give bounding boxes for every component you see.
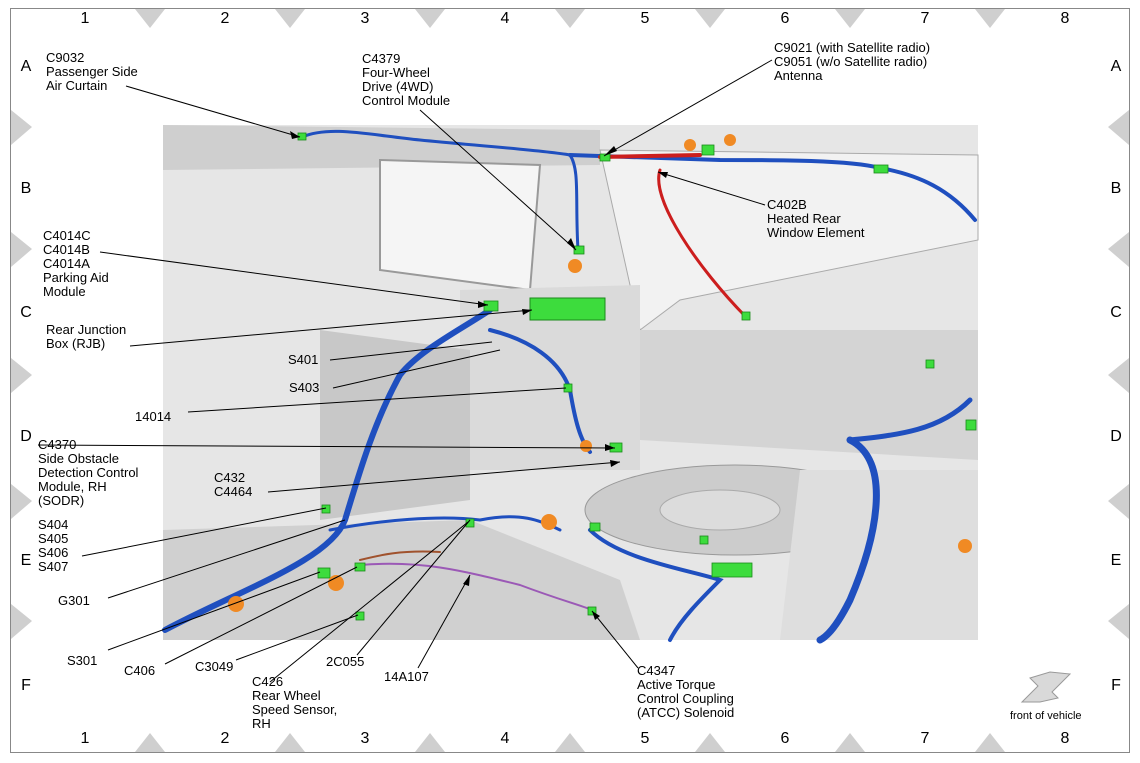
front-of-vehicle-arrow-icon (1020, 671, 1072, 703)
callout-c4347: C4347 Active Torque Control Coupling (AT… (637, 663, 735, 720)
zone-markers (11, 9, 1129, 752)
callout-c9021: C9021 (with Satellite radio) C9051 (w/o … (774, 40, 931, 83)
grid-col-2-bottom: 2 (220, 730, 230, 747)
leader-lines (37, 59, 773, 683)
grid-col-1-top: 1 (80, 10, 90, 27)
grid-col-6-bottom: 6 (780, 730, 790, 747)
callout-2c055: 2C055 (326, 654, 365, 669)
callout-rjb: Rear Junction Box (RJB) (46, 322, 127, 351)
callout-s401: S401 (288, 352, 319, 367)
grid-col-7-top: 7 (920, 10, 930, 27)
callout-c432: C432 C4464 (214, 470, 253, 499)
grid-col-4-bottom: 4 (500, 730, 510, 747)
grid-col-2-top: 2 (220, 10, 230, 27)
components (228, 132, 977, 621)
grid-col-4-top: 4 (500, 10, 510, 27)
grid-col-6-top: 6 (780, 10, 790, 27)
callout-14a107: 14A107 (384, 669, 429, 684)
callout-c402b: C402B Heated Rear Window Element (767, 197, 865, 240)
grid-row-e-left: E (20, 552, 32, 569)
grid-col-3-bottom: 3 (360, 730, 370, 747)
grid-col-7-bottom: 7 (920, 730, 930, 747)
callout-g301: G301 (58, 593, 90, 608)
grid-row-a-right: A (1110, 58, 1122, 75)
callout-c406: C406 (124, 663, 156, 678)
grid-col-5-bottom: 5 (640, 730, 650, 747)
grid-row-d-left: D (20, 428, 32, 445)
callout-c9032: C9032 Passenger Side Air Curtain (46, 50, 138, 93)
callout-s404: S404 S405 S406 S407 (38, 517, 69, 574)
callout-c426: C426 Rear Wheel Speed Sensor, RH (252, 674, 338, 731)
callout-14014: 14014 (135, 409, 172, 424)
callout-s301: S301 (67, 653, 98, 668)
callout-s403: S403 (289, 380, 320, 395)
grid-row-b-left: B (20, 180, 32, 197)
grid-col-1-bottom: 1 (80, 730, 90, 747)
grid-row-f-left: F (21, 677, 31, 694)
grid-row-c-left: C (20, 304, 32, 321)
grid-row-d-right: D (1110, 428, 1122, 445)
grid-row-a-left: A (20, 58, 32, 75)
grid-row-e-right: E (1110, 552, 1122, 569)
vehicle-body (163, 125, 979, 640)
callout-c3049: C3049 (195, 659, 234, 674)
callout-c4014: C4014C C4014B C4014A Parking Aid Module (43, 228, 109, 299)
front-of-vehicle-label: front of vehicle (1010, 710, 1082, 722)
grid-col-3-top: 3 (360, 10, 370, 27)
grid-col-8-top: 8 (1060, 10, 1070, 27)
diagram-frame (10, 8, 1130, 753)
grid-col-8-bottom: 8 (1060, 730, 1070, 747)
leader-arrowheads (290, 131, 668, 620)
callout-c4370: C4370 Side Obstacle Detection Control Mo… (38, 437, 139, 508)
grid-row-f-right: F (1111, 677, 1121, 694)
grid-col-5-top: 5 (640, 10, 650, 27)
grid-row-c-right: C (1110, 304, 1122, 321)
callout-c4379: C4379 Four-Wheel Drive (4WD) Control Mod… (362, 51, 451, 108)
grid-row-b-right: B (1110, 180, 1122, 197)
